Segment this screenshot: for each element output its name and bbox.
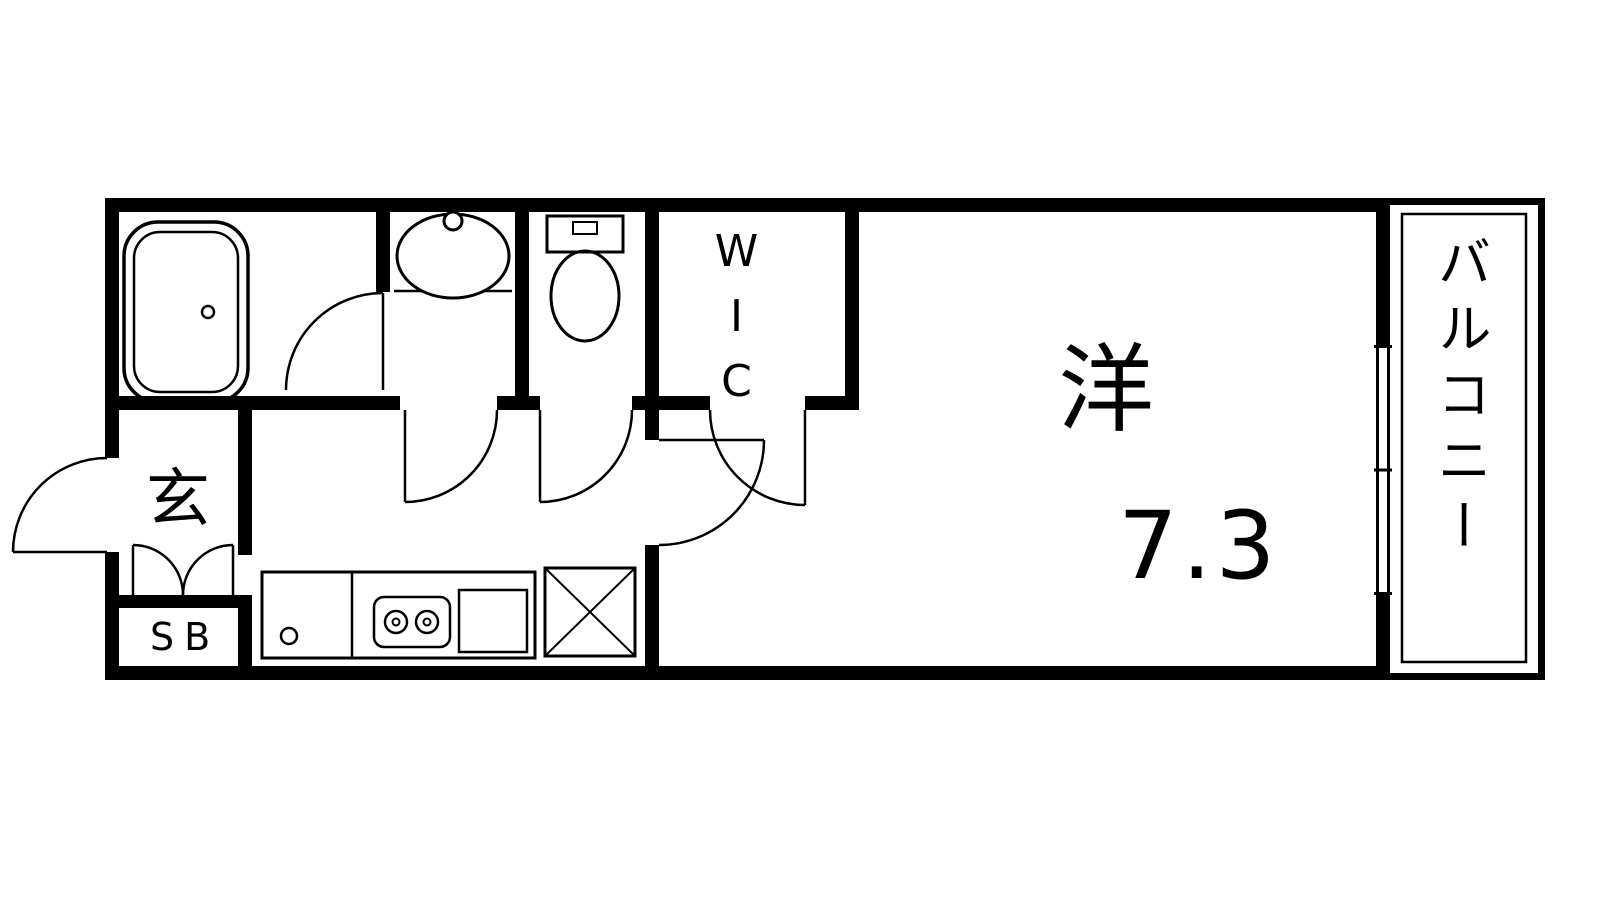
balcony-floor-line: [1400, 212, 1528, 664]
kitchen-counter: [260, 570, 537, 660]
entrance-label: 玄: [146, 463, 210, 537]
balcony-label: バルコニー: [1428, 234, 1491, 564]
western-room-size: 7.3: [1118, 492, 1280, 601]
wic-label: WIC: [711, 226, 762, 421]
shoe-box-label: SB: [150, 615, 221, 659]
walls: [105, 198, 1545, 680]
entrance-door-arc: [11, 456, 108, 553]
washer-pan: [543, 566, 637, 658]
bathroom-door-arc: [284, 291, 384, 391]
western-room-label: 洋: [1058, 334, 1154, 446]
toilet-icon: [545, 214, 625, 343]
wic-door-arc: [708, 409, 806, 507]
window: [1374, 345, 1392, 595]
door-arcs: [11, 291, 807, 596]
washbasin-icon: [394, 210, 512, 300]
shoebox-door-right-arc: [181, 543, 234, 596]
toilet-door-arc: [539, 409, 634, 504]
shoebox-door-left-arc: [132, 543, 185, 596]
kitchen-sink: [457, 588, 529, 654]
washroom-door-arc: [404, 409, 499, 504]
stove-icon: [372, 595, 452, 649]
bathtub-icon: [122, 220, 250, 404]
main-room-door-arc: [658, 439, 766, 547]
